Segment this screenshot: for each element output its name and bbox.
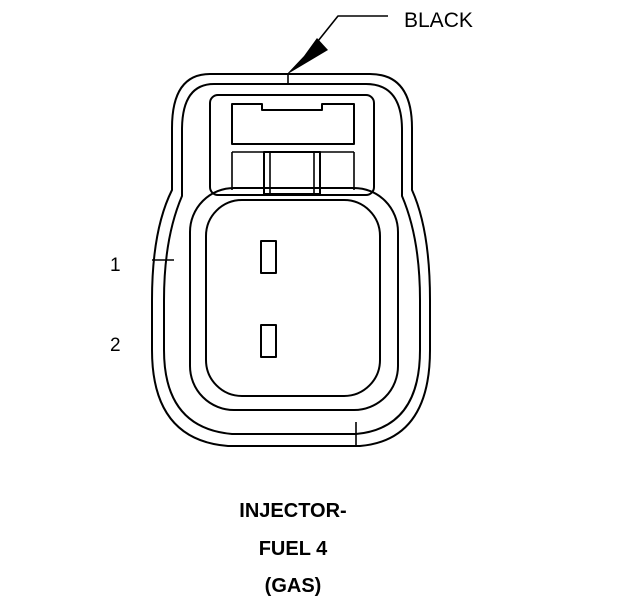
title-line-1: INJECTOR- [239, 500, 346, 522]
connector-latch [209, 94, 375, 196]
callout-leader [286, 15, 388, 75]
title-line-3: (GAS) [265, 575, 322, 597]
connector-face [189, 187, 399, 411]
pin-2-cavity [260, 324, 277, 358]
callout-arrowhead [286, 38, 328, 75]
pin-1-cavity [260, 240, 277, 274]
pin-1-label: 1 [110, 255, 121, 276]
connector-housing [151, 73, 431, 447]
callout-color-label: BLACK [404, 9, 473, 32]
pin-2-label: 2 [110, 335, 121, 356]
title-line-2: FUEL 4 [259, 538, 328, 560]
